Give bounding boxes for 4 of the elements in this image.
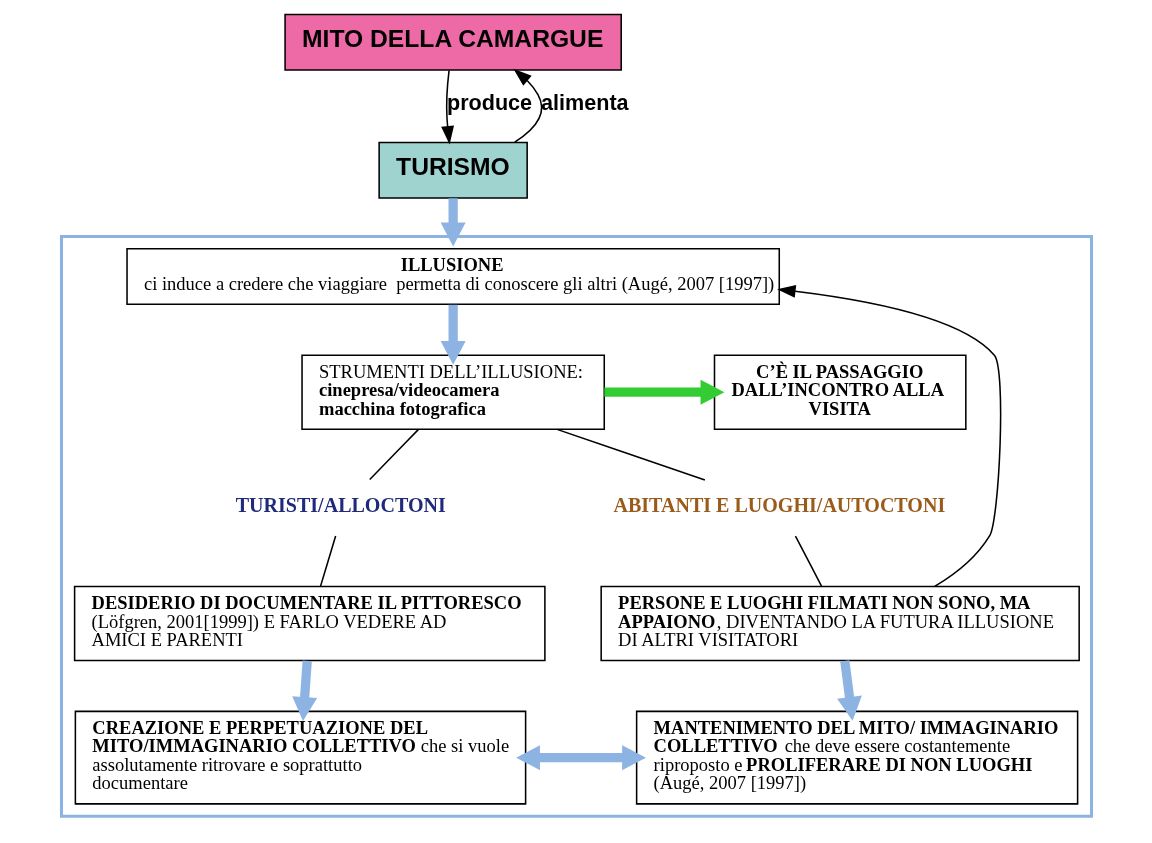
edge-label: alimenta	[540, 90, 629, 116]
node-text: TURISTI/ALLOCTONI	[235, 493, 446, 516]
edge-label: produce	[446, 90, 532, 116]
node-text: ABITANTI E LUOGHI/AUTOCTONI	[613, 493, 945, 516]
